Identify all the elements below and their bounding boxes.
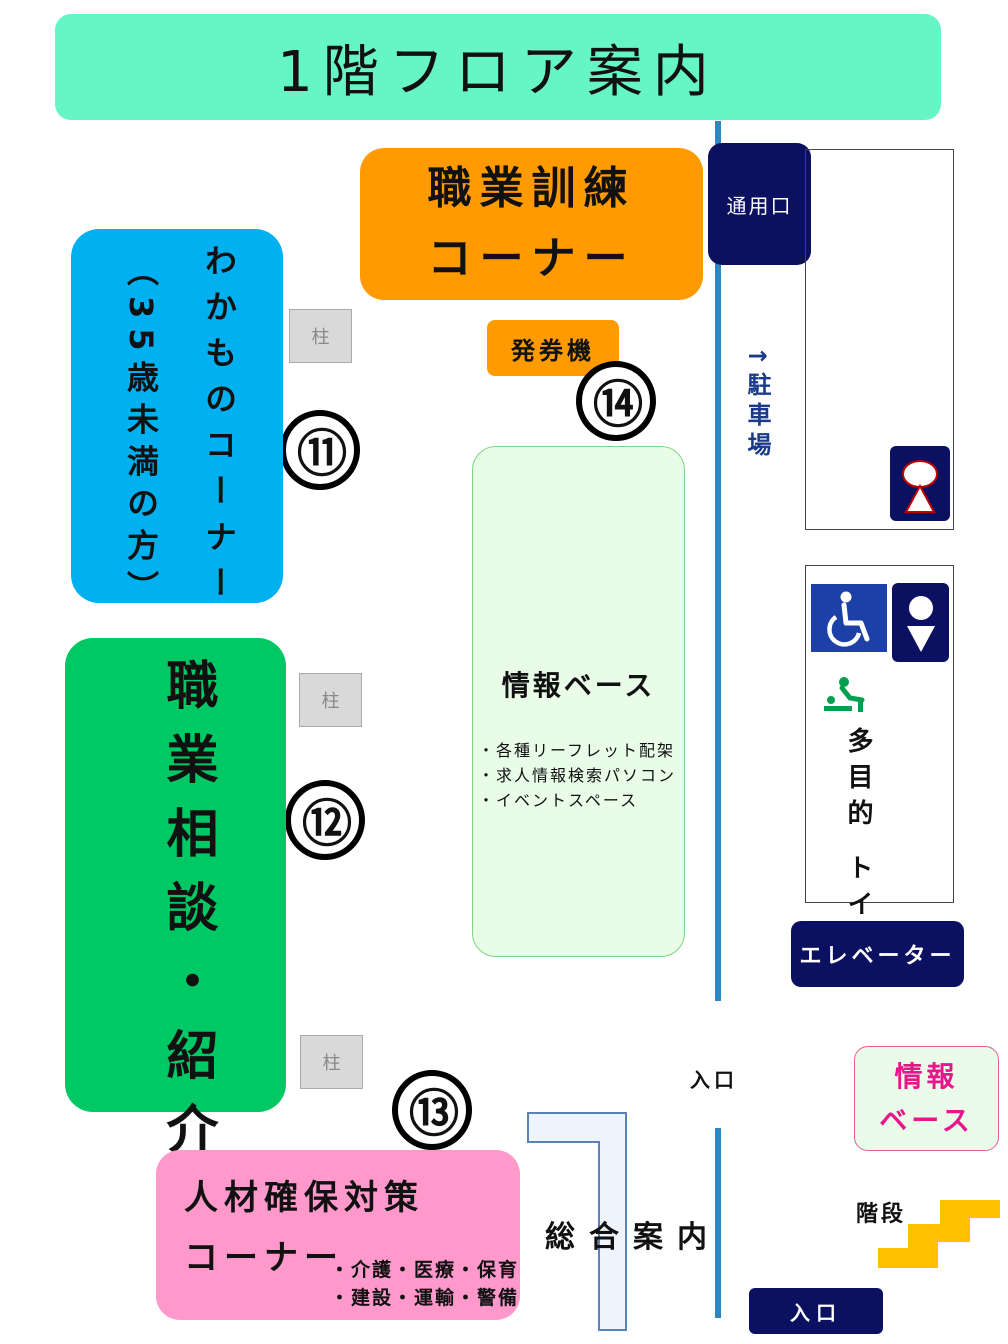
job-consultation-label: 職業相談・紹介 <box>157 658 217 1176</box>
general-reception-label: 総合案内 <box>545 1220 721 1255</box>
parking-label: ↑駐車場 <box>743 346 771 463</box>
wall-upper <box>715 121 721 1001</box>
toilet-male-icon <box>892 583 949 662</box>
pillar: 柱 <box>289 309 352 363</box>
info-base-small[interactable]: 情報 ベース <box>854 1046 999 1151</box>
marker-11: ⑪ <box>280 410 360 490</box>
vocational-training-corner[interactable]: 職業訓練 コーナー <box>360 148 703 300</box>
info-base-small-line1: 情報 <box>894 1059 959 1093</box>
talent-detail-1: ・介護・医療・保育 <box>330 1259 520 1281</box>
pillar: 柱 <box>300 1035 363 1089</box>
ticket-machine[interactable]: 発券機 <box>487 320 619 376</box>
info-base-small-line2: ベース <box>879 1103 974 1137</box>
talent-detail-2: ・建設・運輸・警備 <box>330 1287 520 1309</box>
elevator[interactable]: エレベーター <box>791 921 964 987</box>
info-base-area[interactable] <box>472 446 685 957</box>
entrance-label: 入口 <box>690 1068 738 1092</box>
job-consultation-corner[interactable] <box>65 638 286 1112</box>
entrance-button[interactable]: 入口 <box>749 1288 883 1334</box>
talent-corner-title: 人材確保対策 <box>184 1178 424 1218</box>
multipurpose-toilet-col1: 多目的 <box>843 727 873 835</box>
floor-guide-title: 1階フロア案内 <box>55 14 941 120</box>
marker-14: ⑭ <box>576 361 656 441</box>
wall-lower <box>715 1128 721 1318</box>
baby-changing-icon <box>822 676 868 716</box>
info-base-item: ・各種リーフレット配架 <box>478 741 676 760</box>
youth-corner-note: （35歳未満の方） <box>122 254 160 613</box>
service-entrance[interactable]: 通用口 <box>708 143 811 265</box>
info-base-list: ・各種リーフレット配架 ・求人情報検索パソコン ・イベントスペース <box>478 738 676 813</box>
info-base-item: ・イベントスペース <box>478 791 639 810</box>
stairs-icon <box>878 1196 1002 1278</box>
vocational-training-line1: 職業訓練 <box>427 163 636 214</box>
vocational-training-line2: コーナー <box>427 233 636 284</box>
marker-13: ⑬ <box>392 1070 472 1150</box>
marker-12: ⑫ <box>285 780 365 860</box>
restroom-area-upper <box>805 149 954 530</box>
info-base-item: ・求人情報検索パソコン <box>478 766 677 785</box>
info-base-title: 情報ベース <box>501 669 656 702</box>
multipurpose-toilet-area[interactable] <box>805 565 954 903</box>
youth-corner[interactable] <box>71 229 283 603</box>
wheelchair-icon <box>811 584 887 652</box>
pillar: 柱 <box>299 673 362 727</box>
stairs-label: 階段 <box>856 1202 907 1227</box>
talent-corner-subtitle: コーナー <box>184 1238 344 1278</box>
youth-corner-name: わかものコーナー <box>200 244 238 612</box>
talent-corner-details: ・介護・医療・保育 ・建設・運輸・警備 <box>330 1256 519 1312</box>
reception-counter <box>527 1112 629 1336</box>
toilet-female-icon <box>890 446 950 521</box>
talent-securing-corner[interactable] <box>156 1150 520 1320</box>
